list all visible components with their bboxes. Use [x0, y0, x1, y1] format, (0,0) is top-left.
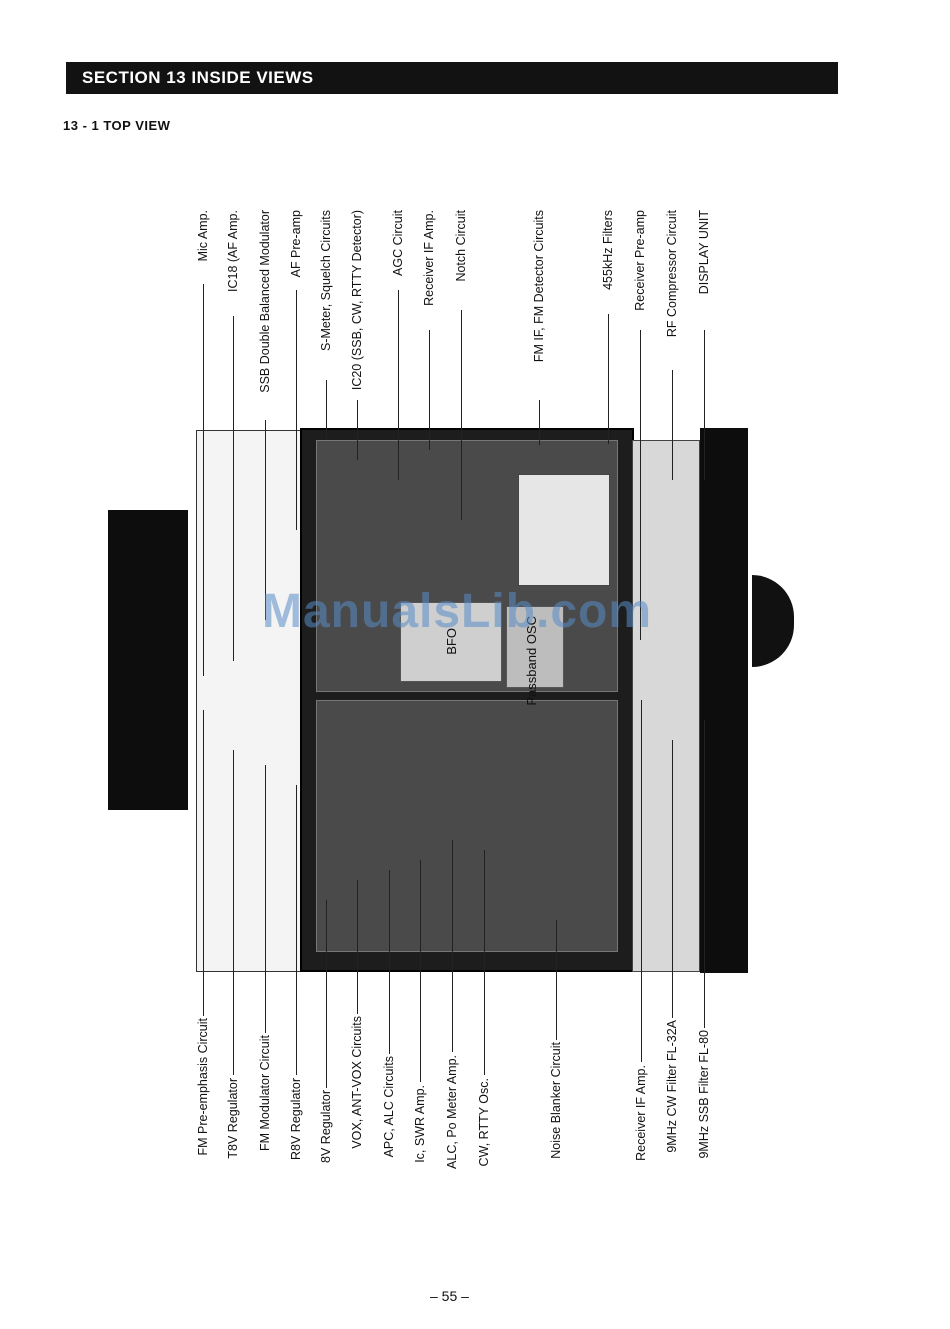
leader-bottom-12: [641, 700, 642, 1062]
leader-bottom-13: [672, 740, 673, 1018]
label-cw-filter: 9MHz CW Filter FL-32A: [665, 1020, 679, 1153]
label-notch: Notch Circuit: [454, 210, 468, 282]
leader-top-1: [203, 284, 204, 676]
label-apc-alc: APC, ALC Circuits: [382, 1056, 396, 1158]
front-panel: [700, 428, 748, 973]
leader-bottom-10: [484, 850, 485, 1075]
label-8v-regulator: 8V Regulator: [319, 1090, 333, 1163]
leader-top-2: [233, 316, 234, 661]
label-agc: AGC Circuit: [391, 210, 405, 276]
pcb-board-lower: [316, 700, 618, 952]
label-cw-rtty-osc: CW, RTTY Osc.: [477, 1078, 491, 1167]
watermark: ManualsLib.com: [262, 585, 653, 638]
leader-bottom-7: [389, 870, 390, 1054]
chassis-outline: [196, 430, 308, 972]
leader-bottom-14: [704, 720, 705, 1028]
leader-bottom-11: [556, 920, 557, 1040]
main-dial: [752, 575, 794, 667]
label-mic-amp: Mic Amp.: [196, 210, 210, 262]
label-receiver-if-amp-top: Receiver IF Amp.: [422, 210, 436, 306]
leader-bottom-4: [296, 785, 297, 1075]
label-fm-modulator: FM Modulator Circuit: [258, 1035, 272, 1151]
label-noise-blanker: Noise Blanker Circuit: [549, 1042, 563, 1159]
leader-bottom-2: [233, 750, 234, 1075]
leader-top-6: [357, 400, 358, 460]
leader-top-3: [265, 420, 266, 620]
inside-view-photo: BFO Passband OSC: [300, 428, 634, 972]
label-receiver-preamp: Receiver Pre-amp: [633, 210, 647, 311]
subsection-title: 13 - 1 TOP VIEW: [63, 118, 171, 133]
leader-top-4: [296, 290, 297, 530]
label-ic18: IC18 (AF Amp.: [226, 210, 240, 292]
leader-bottom-5: [326, 900, 327, 1088]
label-ic20: IC20 (SSB, CW, RTTY Detector): [350, 210, 364, 391]
display-unit-block: [632, 440, 700, 972]
label-fm-preemphasis: FM Pre-emphasis Circuit: [196, 1018, 210, 1156]
leader-bottom-1: [203, 710, 204, 1016]
leader-bottom-3: [265, 765, 266, 1033]
label-rf-compressor: RF Compressor Circuit: [665, 210, 679, 338]
leader-top-8: [429, 330, 430, 450]
leader-top-11: [608, 314, 609, 444]
leader-bottom-6: [357, 880, 358, 1014]
label-ssb-modulator: SSB Double Balanced Modulator: [258, 210, 272, 393]
leader-top-14: [704, 330, 705, 480]
filter-module: [518, 474, 610, 586]
label-t8v-regulator: T8V Regulator: [226, 1078, 240, 1159]
page-number: – 55 –: [430, 1288, 469, 1304]
leader-bottom-9: [452, 840, 453, 1052]
bfo-box: [400, 602, 502, 682]
leader-top-10: [539, 400, 540, 445]
label-alc-po-meter: ALC, Po Meter Amp.: [445, 1055, 459, 1169]
label-fm-if: FM IF, FM Detector Circuits: [532, 210, 546, 363]
passband-box: [506, 606, 564, 688]
label-vox: VOX, ANT-VOX Circuits: [350, 1016, 364, 1149]
leader-bottom-8: [420, 860, 421, 1082]
label-r8v-regulator: R8V Regulator: [289, 1078, 303, 1160]
label-ssb-filter: 9MHz SSB Filter FL-80: [697, 1030, 711, 1159]
leader-top-7: [398, 290, 399, 480]
label-af-preamp: AF Pre-amp: [289, 210, 303, 278]
section-banner: SECTION 13 INSIDE VIEWS: [66, 62, 838, 94]
heatsink: [108, 510, 188, 810]
label-display-unit: DISPLAY UNIT: [697, 210, 711, 295]
leader-top-13: [672, 370, 673, 480]
label-455khz-filters: 455kHz Filters: [601, 210, 615, 290]
label-receiver-if-amp-bottom: Receiver IF Amp.: [634, 1065, 648, 1161]
label-s-meter: S-Meter, Squelch Circuits: [319, 210, 333, 352]
leader-top-9: [461, 310, 462, 520]
leader-top-5: [326, 380, 327, 440]
label-ic-swr: Ic, SWR Amp.: [413, 1085, 427, 1163]
leader-top-12: [640, 330, 641, 640]
